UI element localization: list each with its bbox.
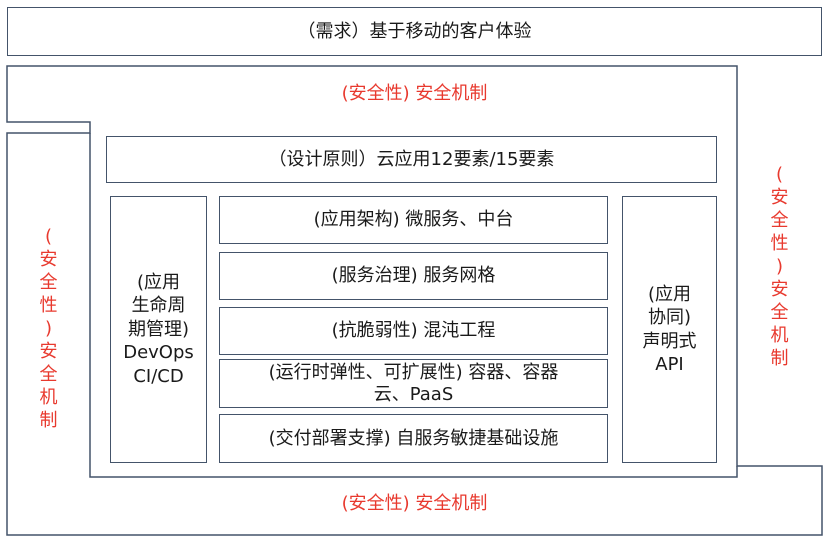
stack-label-antifragility: (抗脆弱性) 混沌工程 xyxy=(331,320,496,342)
stack-label-governance: (服务治理) 服务网格 xyxy=(331,265,496,287)
requirement-label: （需求）基于移动的客户体验 xyxy=(297,20,532,42)
design-principles-label: （设计原则）云应用12要素/15要素 xyxy=(268,148,555,170)
stack-label-delivery: (交付部署支撑) 自服务敏捷基础设施 xyxy=(268,427,559,449)
stack-box-governance xyxy=(219,252,608,300)
security-frame-outline xyxy=(6,65,823,536)
security-right-label: ( 安 全 性 ) 安 全 机 制 xyxy=(770,164,789,369)
stack-label-runtime: (运行时弹性、可扩展性) 容器、容器 云、PaaS xyxy=(268,361,559,405)
stack-box-delivery xyxy=(219,414,608,463)
stack-label-architecture: (应用架构) 微服务、中台 xyxy=(313,209,514,231)
security-bottom-label: (安全性) 安全机制 xyxy=(341,493,488,515)
requirement-box xyxy=(7,7,822,56)
security-left-label: ( 安 全 性 ) 安 全 机 制 xyxy=(39,226,58,431)
security-frame-inner-edge xyxy=(89,133,738,478)
security-top-label: (安全性) 安全机制 xyxy=(341,83,488,105)
stack-box-architecture xyxy=(219,196,608,244)
stack-box-runtime xyxy=(219,359,608,408)
collaboration-label: (应用 协同) 声明式 API xyxy=(642,283,697,375)
stack-box-antifragility xyxy=(219,307,608,355)
lifecycle-label: (应用 生命周 期管理) DevOps CI/CD xyxy=(123,272,194,387)
lifecycle-box xyxy=(110,196,207,463)
design-principles-box xyxy=(106,136,717,183)
collaboration-box xyxy=(622,196,717,463)
